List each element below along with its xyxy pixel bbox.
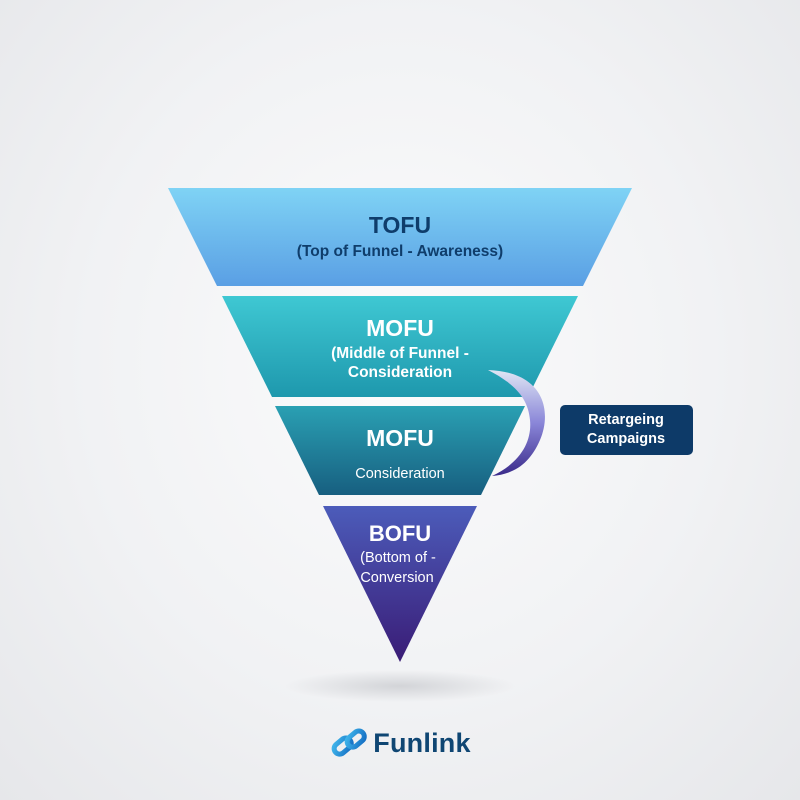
callout-line2: Campaigns [587, 431, 665, 447]
bofu-band [323, 506, 477, 662]
tofu-title: TOFU [369, 212, 431, 238]
tofu-band [168, 188, 632, 286]
mofu1-subtitle-line2: Consideration [348, 364, 452, 381]
mofu1-subtitle-line1: (Middle of Funnel - [331, 345, 469, 362]
bofu-subtitle-line2: Conversion [360, 570, 433, 586]
mofu2-subtitle: Consideration [355, 466, 444, 482]
tofu-subtitle: (Top of Funnel - Awareness) [297, 243, 503, 260]
brand-logo: Funlink [0, 726, 800, 760]
brand-name: Funlink [373, 727, 471, 758]
chain-link-icon [329, 726, 369, 760]
mofu2-title: MOFU [366, 425, 434, 451]
bofu-title: BOFU [369, 521, 431, 546]
bofu-subtitle-line1: (Bottom of - [360, 550, 436, 566]
callout-line1: Retargeing [588, 412, 664, 428]
retargeting-callout [560, 405, 693, 455]
mofu-band-2 [275, 406, 525, 495]
funnel-shadow [285, 670, 515, 702]
retargeting-arc [488, 370, 545, 476]
mofu1-title: MOFU [366, 315, 434, 341]
mofu-band-1 [222, 296, 578, 397]
